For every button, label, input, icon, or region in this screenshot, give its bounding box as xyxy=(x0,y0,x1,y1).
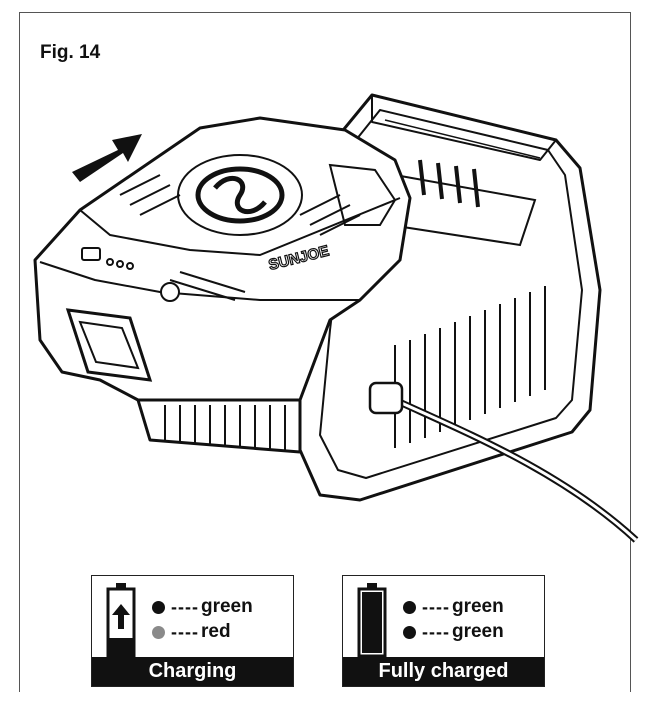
legend-caption-charging: Charging xyxy=(92,657,293,686)
legend-caption-fully-charged: Fully charged xyxy=(343,657,544,686)
led-indicator-icon xyxy=(152,625,165,639)
battery-charge-indicator xyxy=(81,247,180,302)
battery-full-icon xyxy=(357,583,387,658)
battery-top-details xyxy=(119,154,397,301)
insert-direction-arrow-icon xyxy=(72,134,142,182)
indicator-color-label: green xyxy=(451,596,504,617)
figure-frame xyxy=(19,12,631,692)
battery-vents xyxy=(164,405,286,451)
led-indicator-icon xyxy=(403,600,416,614)
battery-charging-icon xyxy=(106,583,136,658)
power-cord xyxy=(368,381,639,543)
legend-fully-charged: ---- green ---- green Fully charged xyxy=(342,575,545,687)
indicator-color-label: red xyxy=(200,621,231,642)
indicator-color-label: green xyxy=(200,596,253,617)
indicator-row: ---- green xyxy=(403,596,504,618)
charger-illustration: SUNJOE xyxy=(33,93,639,543)
led-indicator-icon xyxy=(403,625,416,639)
battery-handle xyxy=(65,308,153,382)
indicator-row: ---- green xyxy=(403,621,504,643)
indicator-row: ---- green xyxy=(152,596,253,618)
indicator-color-label: green xyxy=(451,621,504,642)
legend-charging: ---- green ---- red Charging xyxy=(91,575,294,687)
charger-vents xyxy=(394,286,546,448)
indicator-row: ---- red xyxy=(152,621,231,643)
led-indicator-icon xyxy=(152,600,165,614)
figure-label: Fig. 14 xyxy=(40,42,101,63)
